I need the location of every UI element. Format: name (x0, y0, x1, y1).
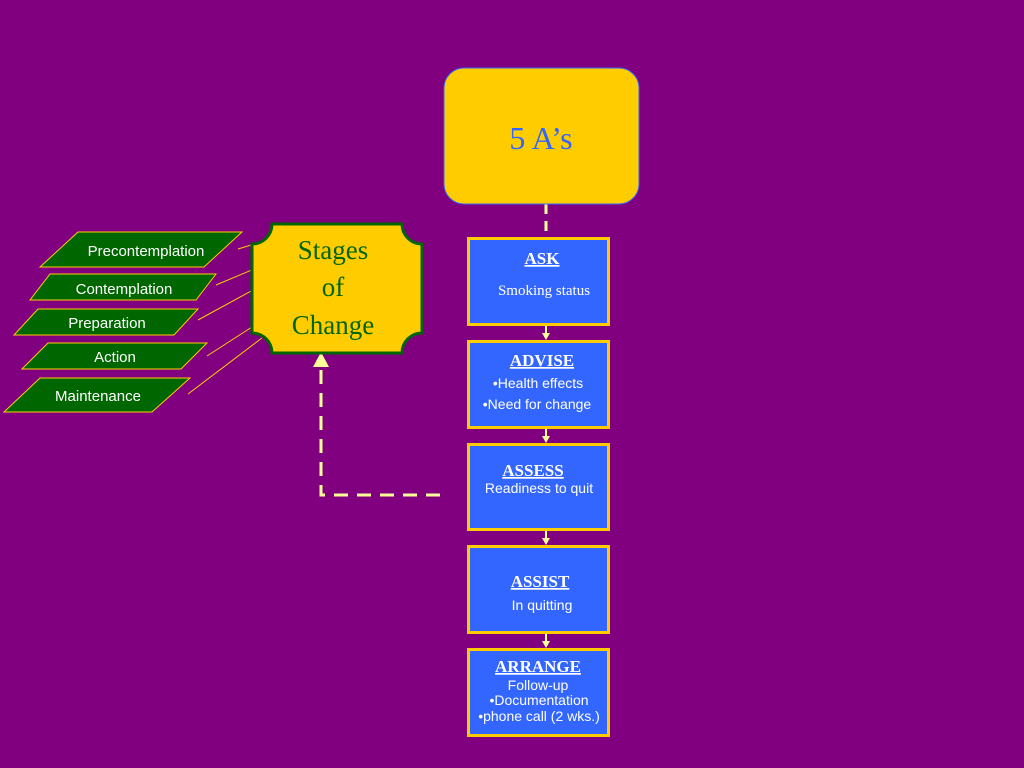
stages-title-line: Stages (298, 235, 369, 265)
stages-title-line: of (322, 272, 345, 302)
stage-label: Precontemplation (88, 243, 205, 260)
step-line: Smoking status (498, 283, 590, 299)
step-line: Follow-up (508, 677, 569, 693)
stages-arrowhead (313, 352, 329, 367)
stage-shape (38, 231, 244, 268)
step-line: •Health effects (493, 375, 583, 391)
step-connectors (542, 325, 550, 648)
stage-leader-line (187, 337, 263, 395)
stages-box-shape (250, 222, 424, 355)
five-as-box: 5 A’s (443, 67, 640, 205)
stages-of-change-box: Stages of Change (250, 222, 424, 355)
step-line: In quitting (512, 597, 573, 613)
step-arrange: ARRANGE Follow-up •Documentation •phone … (467, 648, 610, 737)
stage-precontemplation: Precontemplation (38, 231, 244, 268)
step-arrowhead (542, 538, 550, 545)
stage-action: Action (20, 342, 209, 370)
stage-contemplation: Contemplation (28, 273, 218, 301)
step-heading: ARRANGE (495, 657, 581, 676)
stage-preparation: Preparation (12, 308, 200, 336)
step-arrowhead (542, 436, 550, 443)
stage-label: Maintenance (55, 388, 141, 405)
stage-maintenance: Maintenance (2, 377, 192, 413)
assess-to-stages-connector (319, 364, 440, 497)
step-advise: ADVISE •Health effects •Need for change (467, 340, 610, 429)
step-box (467, 237, 610, 326)
step-heading: ASSIST (511, 572, 570, 591)
step-box (467, 648, 610, 737)
step-heading: ADVISE (510, 351, 574, 370)
five-as-box-shape (443, 67, 640, 205)
step-box (467, 340, 610, 429)
stages-title-line: Change (292, 310, 374, 340)
step-heading: ASK (525, 249, 561, 268)
step-line: •Documentation (489, 692, 588, 708)
step-line: •Need for change (483, 396, 592, 412)
stage-label: Preparation (68, 315, 146, 332)
step-arrowhead (542, 333, 550, 340)
five-as-title: 5 A’s (509, 120, 572, 156)
step-heading: ASSESS (502, 461, 563, 480)
step-assess: ASSESS Readiness to quit (467, 443, 610, 531)
stage-shape (2, 377, 192, 413)
step-arrowhead (542, 641, 550, 648)
step-line: •phone call (2 wks.) (478, 708, 600, 724)
step-box (467, 443, 610, 531)
stage-shape (12, 308, 200, 336)
stage-shape (28, 273, 218, 301)
stage-label: Contemplation (76, 281, 173, 298)
step-assist: ASSIST In quitting (467, 545, 610, 634)
stage-shape (20, 342, 209, 370)
stage-label: Action (94, 349, 136, 366)
step-box (467, 545, 610, 634)
step-line: Readiness to quit (485, 480, 593, 496)
step-ask: ASK Smoking status (467, 237, 610, 326)
